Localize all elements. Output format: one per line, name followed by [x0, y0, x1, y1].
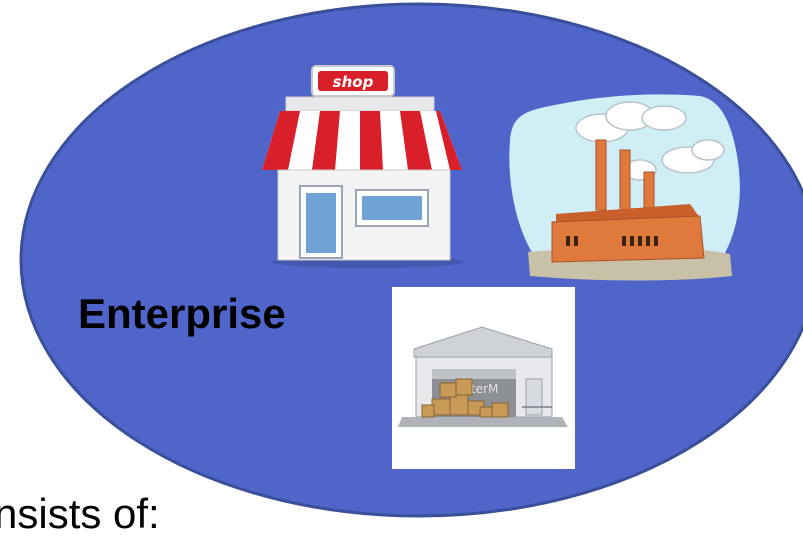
factory-icon: [509, 94, 740, 281]
shop-sign-text: shop: [333, 73, 374, 91]
warehouse-image: senterM: [392, 287, 575, 469]
shop-awning: [262, 111, 462, 170]
enterprise-label: Enterprise: [78, 290, 286, 337]
body-text-fragment: nsists of:: [0, 490, 160, 537]
enterprise-diagram: shop: [19, 2, 803, 518]
shop-icon: shop: [262, 65, 464, 268]
warehouse-icon: senterM: [398, 326, 568, 427]
